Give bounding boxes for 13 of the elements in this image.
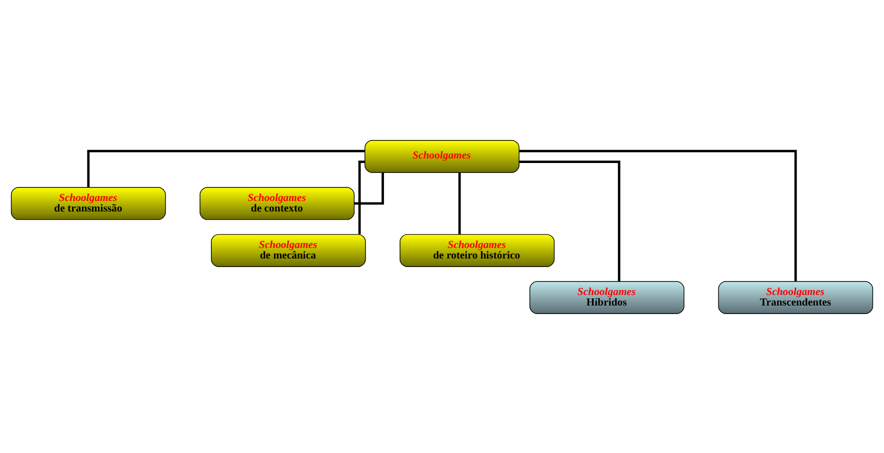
node-box: Schoolgames de roteiro histórico <box>400 234 555 266</box>
node-box: Schoolgames de contexto <box>200 186 355 220</box>
node-box: Schoolgames Híbridos <box>529 280 684 314</box>
node-box: Schoolgames Transcendentes <box>718 280 874 314</box>
connector <box>519 160 620 281</box>
connector <box>519 149 797 281</box>
node-box: Schoolgames de mecânica <box>210 234 366 266</box>
connector <box>458 172 461 234</box>
connector <box>354 172 384 204</box>
node-box: Schoolgames <box>364 140 520 172</box>
node-box: Schoolgames de transmissão <box>10 186 166 220</box>
connector <box>358 160 365 234</box>
connector <box>87 149 365 187</box>
